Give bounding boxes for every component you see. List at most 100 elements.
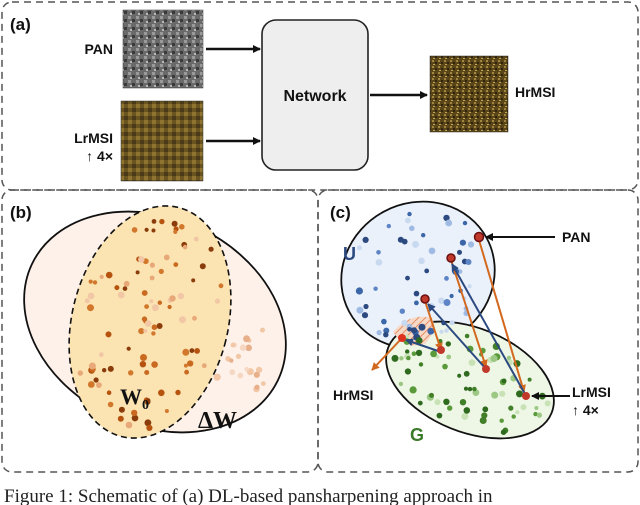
g-dot [447,405,453,411]
w0-dot [87,292,95,300]
g-dot [499,418,504,423]
w0-dot [149,275,155,281]
blue-arrow-3 [405,338,442,353]
g-dot [501,378,507,384]
point-u-3 [420,294,430,304]
w0-dot [141,290,148,296]
g-dot [468,359,476,366]
delta-w-dot [243,335,251,343]
w0-dot [182,244,188,250]
u-label: U [343,244,356,264]
g-dot [406,355,411,361]
delta-w-dot [260,327,265,333]
w0-dot [126,346,131,351]
w0-dot [98,352,104,358]
w0-dot [164,409,169,413]
w0-dot [159,218,165,225]
u-dot [428,247,436,255]
w0-dot [151,361,158,368]
w0-dot [107,401,114,408]
w0-dot [194,348,201,354]
g-dot [409,386,417,394]
u-dot [363,303,369,310]
g-dot [446,354,452,360]
u-dot [462,220,468,226]
g-dot [500,429,507,436]
g-dot [434,399,441,406]
w0-dot [189,348,195,353]
g-dot [391,354,399,362]
w0-dot [123,280,130,287]
w0-dot [177,292,185,300]
delta-w-dot [235,353,242,359]
panel-a-frame [1,1,639,191]
w0-dot [144,320,152,327]
w0-dot [169,295,176,302]
g-dot [463,370,470,377]
g-dot [536,412,543,418]
w0-dot [144,304,150,309]
u-dot [465,259,472,265]
g-dot [481,412,488,419]
w0-dot [167,304,172,310]
w0-dot [218,283,224,289]
u-dot [467,284,472,289]
u-dot [409,225,415,232]
g-dot [443,398,450,405]
lrmsi-scale-label: ↑ 4× [86,148,113,164]
u-dot [376,250,381,255]
w0-dot [151,331,156,336]
u-dot [427,327,435,335]
g-dot [436,412,443,419]
delta-w-dot [237,372,244,379]
w0-dot [214,298,221,304]
g-dot [398,381,404,387]
w0-dot [93,377,99,383]
w0-dot [114,285,120,291]
g-dot [415,349,423,357]
blue-arrow-2 [427,303,487,370]
w0-dot [96,382,102,388]
lrmsi-image [120,100,204,182]
u-dot [401,319,408,327]
u-dot [373,286,378,291]
figure-caption: Figure 1: Schematic of (a) DL-based pans… [4,487,493,505]
u-dot [361,312,369,319]
orange-arrow-1 [478,239,526,393]
hrmsi-point [398,334,406,342]
u-dot [449,320,455,326]
u-dot [444,276,449,281]
u-dot [362,236,369,243]
orange-arrow-2 [450,259,488,368]
w0-dot [163,254,170,261]
w0-dot [183,363,188,368]
g-dot [464,333,470,339]
g-dot [467,386,473,392]
g-dot [520,404,527,411]
network-box [261,19,369,171]
u-dot [356,306,364,314]
delta-w-dot [229,369,236,376]
w0-dot [192,315,197,321]
g-dot [490,354,498,363]
w0-dot [99,274,104,279]
g-dot [418,362,424,367]
w0-dot [87,381,95,388]
g-dot [463,407,471,414]
w0-dot [199,263,206,270]
u-dot [418,257,425,265]
delta-w-dot [230,342,236,348]
w0-dot [92,280,98,285]
g-dot [508,405,514,411]
w0-dot [158,389,165,397]
delta-w-dot [254,384,260,390]
u-dot [445,219,453,227]
w0-dot [158,268,164,274]
w0-dot [107,365,114,372]
u-dot [414,300,419,306]
w0-label: W0 [120,384,149,413]
point-u-2 [446,253,456,263]
u-dot [405,217,411,224]
w0-dot [179,316,186,324]
u-dot [467,241,475,248]
